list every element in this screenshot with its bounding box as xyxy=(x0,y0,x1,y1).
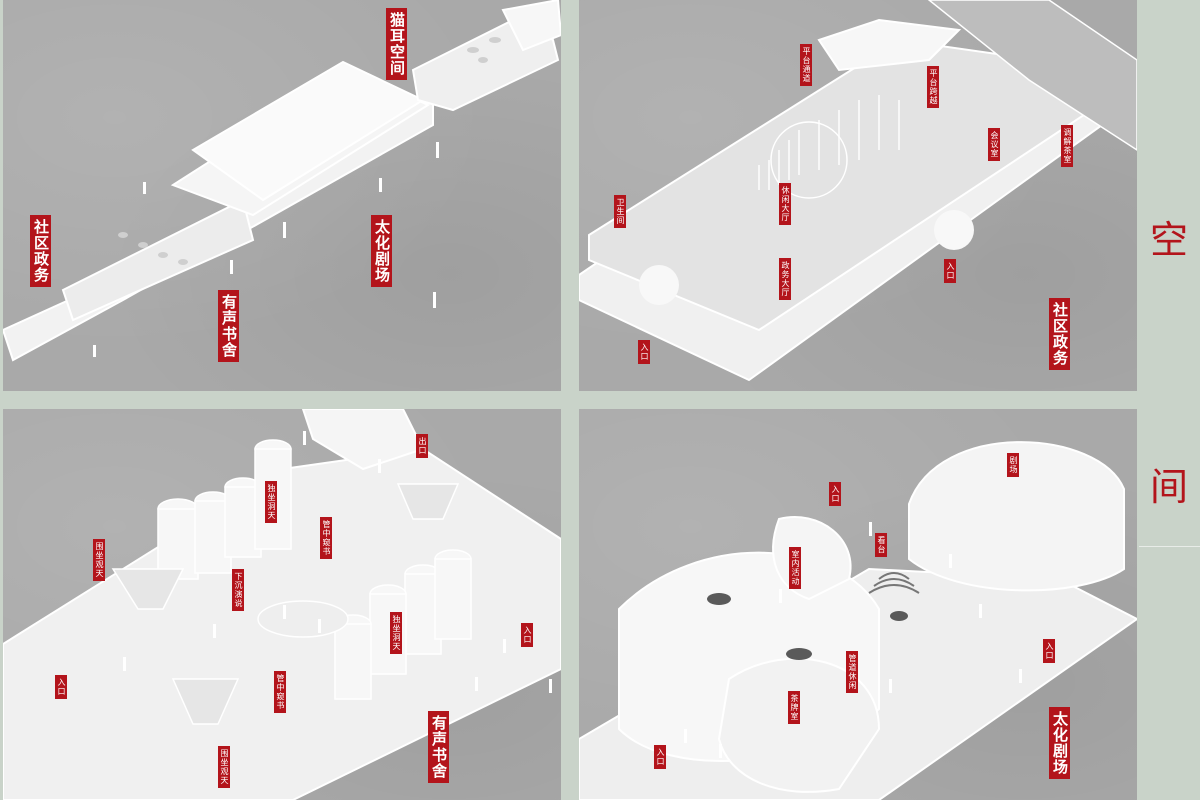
label-leisure-hall: 休闲大厅 xyxy=(779,183,791,225)
label-cat-ear-space: 猫耳空间 xyxy=(386,8,407,80)
label-circle-sky-1: 围坐观天 xyxy=(93,539,105,581)
label-affairs-hall: 政务大厅 xyxy=(779,258,791,300)
label-audio-bookhouse: 有声书舍 xyxy=(218,290,239,362)
overview-model-drawing xyxy=(3,0,561,362)
panel-overview-axonometric: 猫耳空间 社区政务 太化剧场 有声书舍 xyxy=(3,0,561,391)
label-tea-card-room: 茶牌室 xyxy=(788,691,800,724)
label-sunken-speech: 下沉演说 xyxy=(232,569,244,611)
label-circle-sky-2: 围坐观天 xyxy=(218,746,230,788)
side-title-char-1: 空 xyxy=(1150,218,1189,262)
label-community-affairs: 社区政务 xyxy=(30,215,51,287)
label-platform-crossing: 平台跨越 xyxy=(927,66,939,108)
label-solitary-cave-1: 独坐洞天 xyxy=(265,481,277,523)
label-exit: 出口 xyxy=(416,434,428,458)
label-audio-bookhouse-title: 有声书舍 xyxy=(428,711,449,783)
taihua-theater-model-drawing xyxy=(579,441,1137,800)
label-entrance-top: 入口 xyxy=(829,482,841,506)
audio-bookhouse-model-drawing xyxy=(3,409,561,800)
label-taihua-theater-title: 太化剧场 xyxy=(1049,707,1070,779)
label-entrance-right: 入口 xyxy=(1043,639,1055,663)
side-title-char-2: 间 xyxy=(1150,465,1189,509)
panel-taihua-theater-plan: 剧场 入口 看台 室内活动 管道休闲 茶牌室 入口 入口 太化剧场 xyxy=(579,409,1137,800)
label-grandstand: 看台 xyxy=(875,533,887,557)
label-solitary-cave-2: 独坐洞天 xyxy=(390,612,402,654)
label-restroom: 卫生间 xyxy=(614,195,626,228)
label-tube-book-view-1: 管中窥书 xyxy=(320,517,332,559)
label-taihua-theater: 太化剧场 xyxy=(371,215,392,287)
label-indoor-activity: 室内活动 xyxy=(789,547,801,589)
label-entrance-left: 入口 xyxy=(55,675,67,699)
label-entrance-1: 入口 xyxy=(944,259,956,283)
panel-audio-bookhouse-plan: 出口 独坐洞天 管中窥书 围坐观天 下沉演说 独坐洞天 入口 入口 管中窥书 围… xyxy=(3,409,561,800)
label-pipe-leisure: 管道休闲 xyxy=(846,651,858,693)
label-entrance-2: 入口 xyxy=(638,340,650,364)
label-theater: 剧场 xyxy=(1007,453,1019,477)
label-meeting-room: 会议室 xyxy=(988,128,1000,161)
panel-community-affairs-plan: 平台通道 平台跨越 调解茶室 会议室 卫生间 休闲大厅 政务大厅 入口 入口 社… xyxy=(579,0,1137,391)
label-platform-passage: 平台通道 xyxy=(800,44,812,86)
label-entrance-right: 入口 xyxy=(521,623,533,647)
label-entrance-bottom: 入口 xyxy=(654,745,666,769)
label-mediation-tearoom: 调解茶室 xyxy=(1061,125,1073,167)
label-tube-book-view-2: 管中窥书 xyxy=(274,671,286,713)
community-affairs-model-drawing xyxy=(579,0,1137,382)
label-community-affairs-title: 社区政务 xyxy=(1049,298,1070,370)
side-divider xyxy=(1139,546,1200,547)
